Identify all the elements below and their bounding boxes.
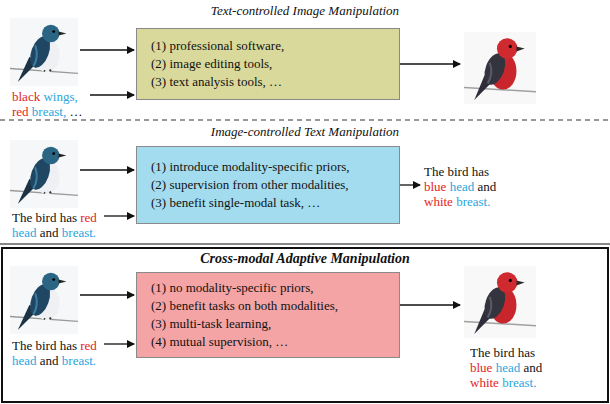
list-item: (1) no modality-specific priors, [151,279,389,297]
list-item: (3) text analysis tools, … [151,73,389,91]
word: wings, [43,89,77,104]
word: and [40,225,59,240]
word: bird [447,164,468,179]
word: has [472,164,489,179]
section-frame [2,248,608,402]
word: red [80,210,97,225]
word: The [12,338,32,353]
caption-text: The bird has blue head and white breast. [470,345,554,390]
list-item: (1) introduce modality-specific priors, [151,158,389,176]
word: head [12,353,37,368]
word: Text-controlled [211,3,289,18]
word: and [477,179,496,194]
word: red [12,104,29,119]
list-item: (3) benefit single-modal task, … [151,194,389,212]
word: and [40,353,59,368]
bird-image [10,266,78,334]
word: head [496,360,521,375]
word: Image [293,3,326,18]
section-title: Cross-modal Adaptive Manipulation [0,251,610,266]
word: … [69,104,82,119]
section-title: Image-controlled Text Manipulation [0,124,610,139]
word: Image-controlled [211,124,301,139]
word: white [424,194,453,209]
word: blue [424,179,446,194]
word: breast, [32,104,66,119]
list-item: (2) supervision from other modalities, [151,176,389,194]
word: breast. [62,353,96,368]
word: bird [493,345,514,360]
word: has [60,210,77,225]
word: breast. [502,375,536,390]
caption-text: The bird has red head and breast. [12,210,104,240]
caption-text: The bird has blue head and white breast. [424,164,506,209]
word: Manipulation [330,251,409,266]
list-item: (2) benefit tasks on both modalities, [151,297,389,315]
word: The [12,210,32,225]
method-box: (1) professional software,(2) image edit… [136,28,400,100]
word: breast. [62,225,96,240]
bird-image [464,266,536,338]
method-box: (1) introduce modality-specific priors,(… [136,146,400,224]
word: breast. [456,194,490,209]
caption-text: black wings, red breast, … [12,89,86,119]
word: has [60,338,77,353]
list-item: (3) multi-task learning, [151,315,389,333]
word: The [424,164,444,179]
list-item: (2) image editing tools, [151,55,389,73]
word: red [80,338,97,353]
word: white [470,375,499,390]
word: bird [35,210,56,225]
word: Text [304,124,325,139]
word: Manipulation [328,124,399,139]
word: black [12,89,40,104]
list-item: (1) professional software, [151,37,389,55]
section-divider [0,244,610,245]
word: has [518,345,535,360]
word: Manipulation [328,3,399,18]
method-box: (1) no modality-specific priors,(2) bene… [136,272,400,358]
word: bird [35,338,56,353]
word: Cross-modal [200,251,273,266]
bird-image [10,140,78,208]
bird-image [464,32,536,104]
section-divider [0,120,610,121]
word: head [450,179,475,194]
caption-text: The bird has red head and breast. [12,338,104,368]
section-title: Text-controlled Image Manipulation [0,3,610,18]
word: blue [470,360,492,375]
word: and [523,360,542,375]
bird-image [10,18,78,86]
word: head [12,225,37,240]
list-item: (4) mutual supervision, … [151,333,389,351]
word: Adaptive [276,251,327,266]
word: The [470,345,490,360]
